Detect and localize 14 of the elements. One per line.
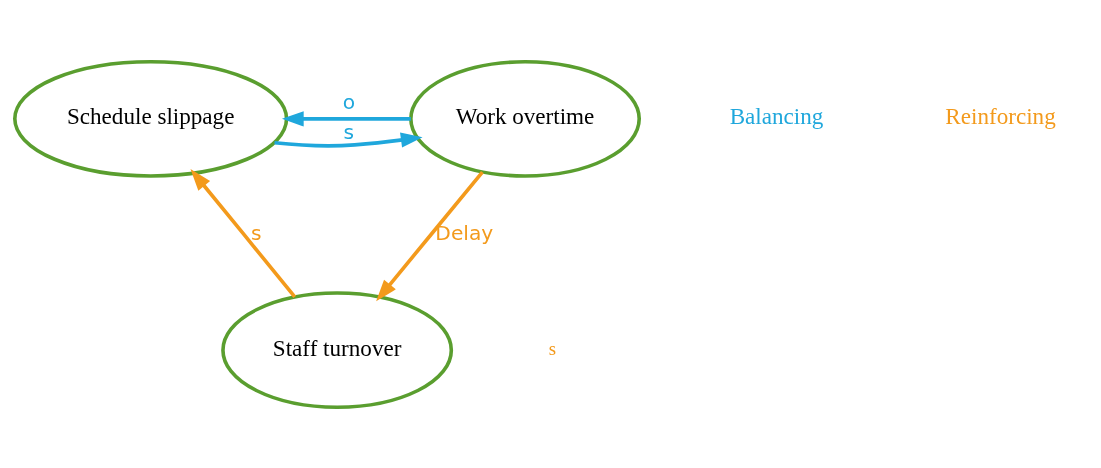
edge-label: s [343,119,355,144]
edge-label: o [342,89,356,114]
arrow [376,170,484,301]
edge-label: Delay [435,220,494,245]
node-ellipse: Work overtime [409,59,641,178]
label: Reinforcing [945,102,1056,129]
label: Balancing [729,102,824,129]
arrow [281,110,411,126]
node-ellipse: Schedule slippage [13,59,289,178]
edge-label: s [250,220,262,245]
node-ellipse: Staff turnover [221,290,454,409]
arrow [190,168,297,298]
label: s [548,337,557,359]
arrow [274,132,423,148]
